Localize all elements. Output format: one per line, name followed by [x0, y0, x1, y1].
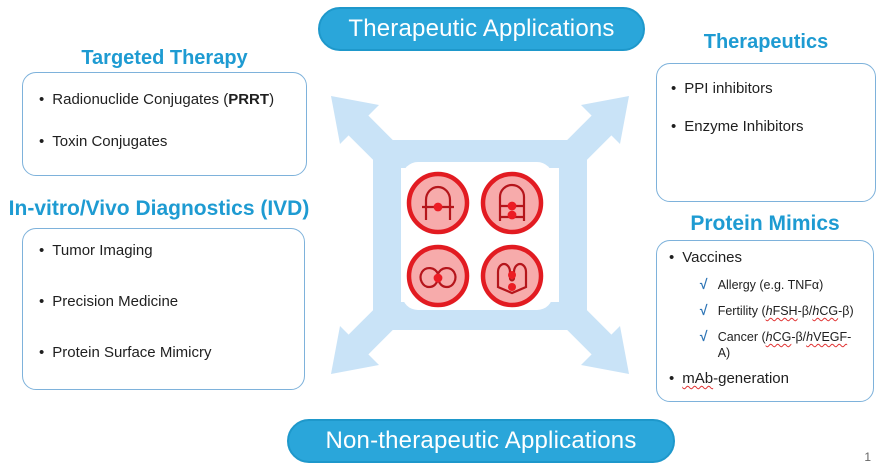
- list-item-text: Toxin Conjugates: [52, 133, 168, 150]
- list-item: • PPI inhibitors: [671, 80, 861, 98]
- top-banner-label: Therapeutic Applications: [348, 15, 615, 42]
- list-item-text: Vaccines: [682, 249, 743, 266]
- scaffold-diagram: [331, 96, 629, 374]
- bullet-icon: •: [671, 80, 677, 97]
- bullet-icon: •: [669, 370, 675, 387]
- list-item-text: Enzyme Inhibitors: [684, 118, 804, 135]
- bullet-icon: •: [39, 91, 45, 108]
- list-item-text: PPI inhibitors: [684, 80, 773, 97]
- check-item-text: Cancer (hCG-β/hVEGF-A): [717, 330, 852, 360]
- list-item-text: Protein Surface Mimicry: [52, 344, 212, 361]
- list-item: • Tumor Imaging: [39, 242, 288, 260]
- protein-mimics-box: • Vaccines √ Allergy (e.g. TNFα) √ Ferti…: [656, 240, 874, 402]
- bullet-icon: •: [671, 118, 677, 135]
- therapeutics-heading: Therapeutics: [703, 31, 829, 53]
- check-item: √ Fertility (hFSH-β/hCG-β): [699, 303, 861, 319]
- targeted-therapy-heading: Targeted Therapy: [81, 47, 248, 69]
- arrowhead-bottom-right-icon: [581, 326, 629, 374]
- list-item-text: Radionuclide Conjugates (PRRT): [52, 91, 275, 108]
- list-item-text: mAb-generation: [682, 370, 789, 387]
- ivd-heading: In-vitro/Vivo Diagnostics (IVD): [8, 197, 310, 220]
- arrowhead-top-left-icon: [331, 96, 379, 144]
- bottom-banner-label: Non-therapeutic Applications: [325, 427, 637, 454]
- arch-scaffold-single-site-icon: [406, 171, 470, 235]
- arrowhead-top-right-icon: [581, 96, 629, 144]
- check-icon: √: [699, 276, 707, 292]
- list-item: • Vaccines: [669, 249, 861, 267]
- page-number: 1: [864, 450, 871, 464]
- arch-scaffold-double-site-icon: [480, 171, 544, 235]
- dimeric-scaffold-icon: [480, 244, 544, 308]
- check-item: √ Allergy (e.g. TNFα): [699, 277, 861, 293]
- bullet-icon: •: [669, 249, 675, 266]
- therapeutics-box: • PPI inhibitors • Enzyme Inhibitors: [656, 63, 876, 202]
- bullet-icon: •: [39, 344, 45, 361]
- bullet-icon: •: [39, 293, 45, 310]
- check-item: √ Cancer (hCG-β/hVEGF-A): [699, 329, 861, 361]
- check-icon: √: [699, 328, 707, 344]
- top-banner: Therapeutic Applications: [318, 7, 645, 51]
- list-item: • Toxin Conjugates: [39, 133, 290, 151]
- bullet-icon: •: [39, 133, 45, 150]
- bilobed-scaffold-icon: [406, 244, 470, 308]
- check-item-text: Allergy (e.g. TNFα): [717, 278, 824, 292]
- bottom-banner: Non-therapeutic Applications: [287, 419, 675, 463]
- list-item: • mAb-generation: [669, 370, 861, 388]
- list-item-text: Tumor Imaging: [52, 242, 153, 259]
- ivd-box: • Tumor Imaging • Precision Medicine • P…: [22, 228, 305, 390]
- protein-mimics-heading: Protein Mimics: [690, 212, 840, 235]
- list-item: • Protein Surface Mimicry: [39, 344, 288, 362]
- bullet-icon: •: [39, 242, 45, 259]
- check-item-text: Fertility (hFSH-β/hCG-β): [717, 304, 854, 318]
- frame-ring: [373, 140, 587, 330]
- list-item: • Enzyme Inhibitors: [671, 118, 861, 136]
- list-item: • Radionuclide Conjugates (PRRT): [39, 91, 290, 109]
- targeted-therapy-box: • Radionuclide Conjugates (PRRT) • Toxin…: [22, 72, 307, 176]
- list-item-text: Precision Medicine: [52, 293, 179, 310]
- list-item: • Precision Medicine: [39, 293, 288, 311]
- arrowhead-bottom-left-icon: [331, 326, 379, 374]
- check-icon: √: [699, 302, 707, 318]
